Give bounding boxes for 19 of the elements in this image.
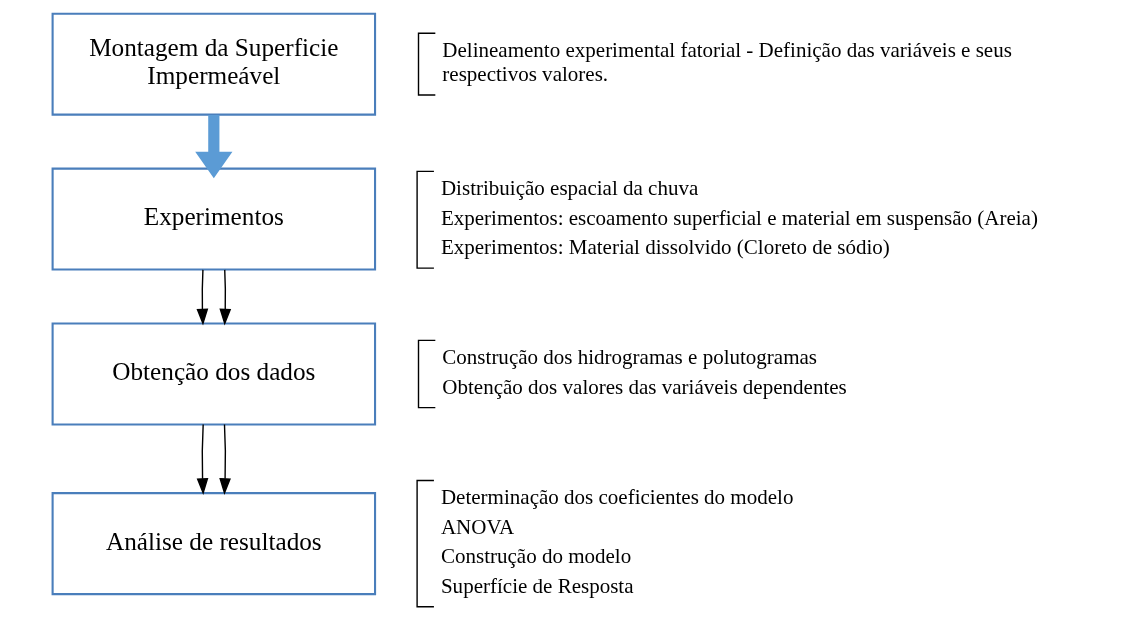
arrow	[196, 423, 209, 495]
node-label: Construção dos hidrogramas e polutogramas	[442, 345, 818, 370]
node-label: Obtenção dos valores das variáveis dependentes	[442, 374, 847, 399]
node-label: Delineamento experimental fatorial - Definição das variáveis e seus respectivos valores.	[442, 38, 1012, 86]
node-box: Obtenção dos dados	[51, 322, 377, 426]
arrow	[195, 114, 233, 179]
node-box: Análise de resultados	[51, 492, 377, 596]
node-label: Construção do modelo	[440, 544, 632, 569]
node-label: Experimentos: escoamento superficial e material em suspensão (Areia)	[440, 205, 1038, 230]
arrow	[219, 269, 232, 326]
node-label: Distribuição espacial da chuva	[440, 176, 699, 201]
arrow	[219, 423, 231, 495]
node-box: Montagem da Superficie Impermeável	[51, 12, 377, 116]
node-box: Experimentos	[51, 167, 377, 271]
arrow	[196, 269, 209, 326]
node-label: ANOVA	[440, 514, 515, 539]
node-label: Superfície de Resposta	[440, 573, 634, 598]
node-label: Determinação dos coeficientes do modelo	[440, 485, 794, 510]
node-label: Experimentos: Material dissolvido (Cloreto de sódio)	[440, 235, 890, 260]
